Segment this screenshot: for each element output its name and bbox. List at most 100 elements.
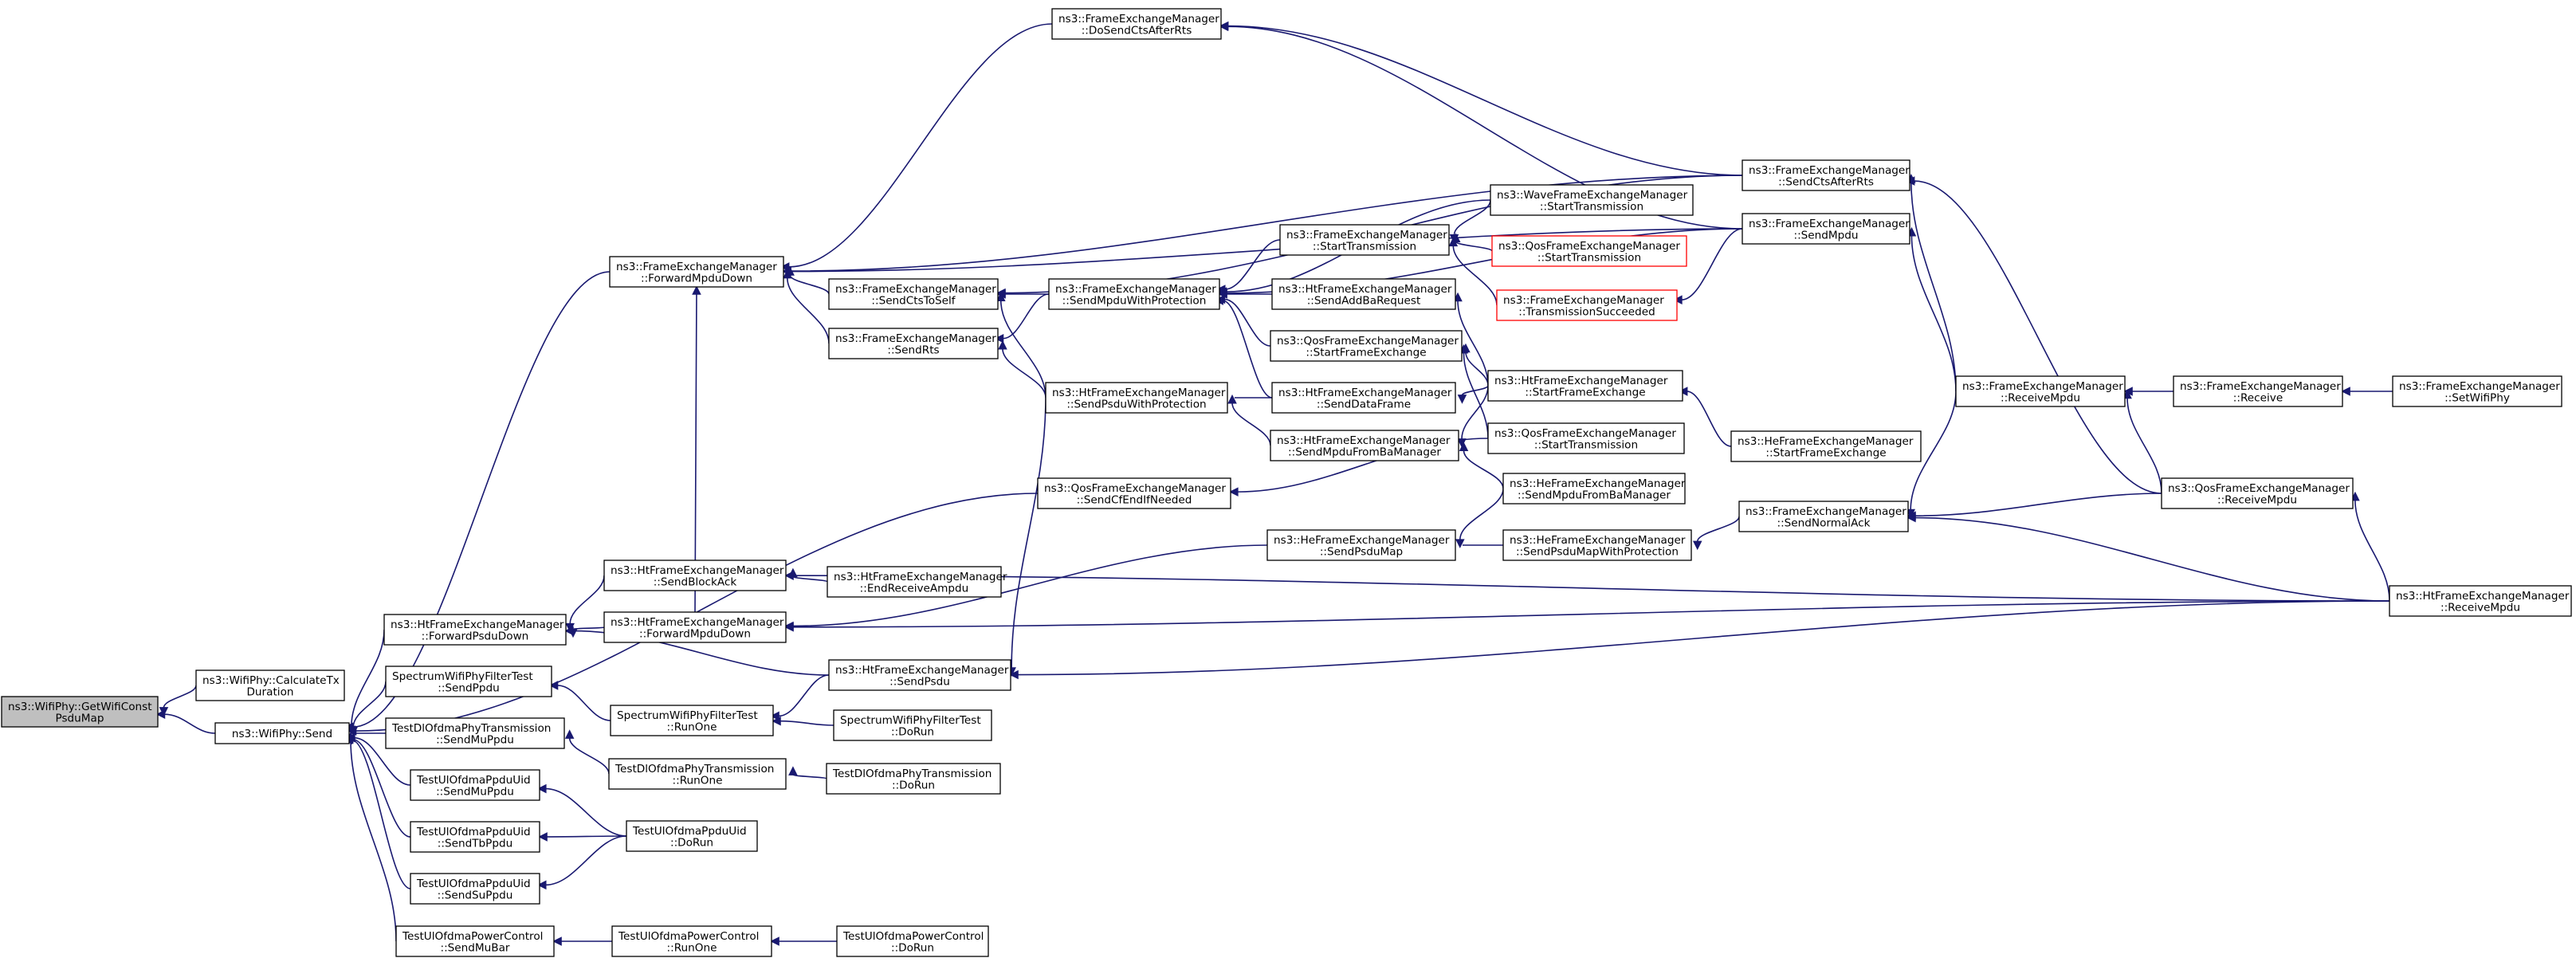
graph-node[interactable]: TestDlOfdmaPhyTransmission::DoRun [826, 763, 1001, 795]
graph-node[interactable]: SpectrumWifiPhyFilterTest::SendPpdu [385, 666, 552, 697]
node-box[interactable] [1955, 375, 2126, 407]
node-box[interactable] [1037, 477, 1231, 509]
graph-node[interactable]: ns3::FrameExchangeManager::SendRts [828, 328, 999, 359]
node-box[interactable] [836, 925, 989, 957]
graph-node[interactable]: ns3::HtFrameExchangeManager::SendPsdu [828, 659, 1011, 691]
node-box[interactable] [1271, 278, 1456, 310]
node-box[interactable] [1051, 8, 1222, 40]
graph-node[interactable]: ns3::FrameExchangeManager::Receive [2173, 375, 2343, 407]
graph-node[interactable]: ns3::QosFrameExchangeManager::StartTrans… [1491, 235, 1687, 267]
graph-node[interactable]: ns3::QosFrameExchangeManager::ReceiveMpd… [2161, 477, 2354, 509]
graph-node[interactable]: TestUlOfdmaPpduUid::SendTbPpdu [410, 821, 540, 853]
graph-node[interactable]: ns3::QosFrameExchangeManager::StartFrame… [1270, 330, 1463, 362]
graph-node[interactable]: TestUlOfdmaPpduUid::SendSuPpdu [410, 873, 540, 905]
node-box[interactable] [610, 705, 774, 736]
node-box[interactable] [1730, 430, 1922, 462]
graph-node[interactable]: TestUlOfdmaPowerControl::SendMuBar [395, 925, 555, 957]
graph-node[interactable]: ns3::FrameExchangeManager::SendNormalAck [1738, 501, 1909, 532]
node-box[interactable] [195, 669, 345, 701]
node-box[interactable] [383, 614, 567, 646]
graph-node[interactable]: ns3::FrameExchangeManager::SendCtsToSelf [828, 278, 999, 310]
node-box[interactable] [826, 763, 1001, 795]
graph-node[interactable]: ns3::HeFrameExchangeManager::SendMpduFro… [1502, 473, 1686, 505]
graph-node[interactable]: ns3::HeFrameExchangeManager::StartFrameE… [1730, 430, 1922, 462]
node-box[interactable] [833, 709, 992, 741]
node-box[interactable] [828, 278, 999, 310]
node-box[interactable] [1, 696, 159, 728]
node-box[interactable] [385, 666, 552, 697]
graph-node[interactable]: ns3::FrameExchangeManager::SendCtsAfterR… [1742, 159, 1910, 191]
node-box[interactable] [1487, 370, 1683, 402]
node-box[interactable] [609, 256, 784, 288]
graph-node[interactable]: ns3::FrameExchangeManager::ForwardMpduDo… [609, 256, 784, 288]
graph-node[interactable]: ns3::HtFrameExchangeManager::SendMpduFro… [1270, 430, 1459, 461]
graph-node[interactable]: ns3::QosFrameExchangeManager::StartTrans… [1487, 422, 1685, 454]
graph-node[interactable]: ns3::HtFrameExchangeManager::EndReceiveA… [827, 566, 1007, 598]
node-box[interactable] [611, 925, 772, 957]
node-box[interactable] [1487, 422, 1685, 454]
graph-node[interactable]: ns3::FrameExchangeManager::SendMpdu [1742, 213, 1910, 245]
node-box[interactable] [385, 717, 565, 749]
graph-node[interactable]: ns3::FrameExchangeManager::ReceiveMpdu [1955, 375, 2126, 407]
node-box[interactable] [1045, 382, 1228, 414]
graph-node[interactable]: TestUlOfdmaPpduUid::SendMuPpdu [410, 769, 540, 801]
node-box[interactable] [828, 328, 999, 359]
graph-node[interactable]: ns3::HtFrameExchangeManager::SendDataFra… [1271, 382, 1456, 414]
graph-node[interactable]: ns3::HtFrameExchangeManager::ForwardMpdu… [603, 611, 787, 643]
graph-node[interactable]: SpectrumWifiPhyFilterTest::DoRun [833, 709, 992, 741]
graph-node[interactable]: ns3::HtFrameExchangeManager::SendPsduWit… [1045, 382, 1228, 414]
node-box[interactable] [1271, 382, 1456, 414]
node-box[interactable] [1742, 159, 1910, 191]
graph-node[interactable]: ns3::WaveFrameExchangeManager::StartTran… [1490, 184, 1694, 216]
node-box[interactable] [603, 611, 787, 643]
node-box[interactable] [214, 722, 350, 744]
node-box[interactable] [827, 566, 1002, 598]
node-box[interactable] [2161, 477, 2354, 509]
graph-node[interactable]: ns3::FrameExchangeManager::StartTransmis… [1279, 224, 1450, 256]
node-box[interactable] [1490, 184, 1694, 216]
graph-node[interactable]: ns3::FrameExchangeManager::SetWifiPhy [2392, 375, 2562, 407]
graph-node[interactable]: ns3::HtFrameExchangeManager::SendBlockAc… [603, 560, 787, 591]
node-box[interactable] [1266, 529, 1456, 561]
graph-node[interactable]: TestDlOfdmaPhyTransmission::RunOne [608, 758, 787, 790]
node-box[interactable] [1270, 430, 1459, 461]
graph-node[interactable]: SpectrumWifiPhyFilterTest::RunOne [610, 705, 774, 736]
graph-node[interactable]: ns3::HeFrameExchangeManager::SendPsduMap… [1502, 529, 1692, 561]
node-box[interactable] [1048, 278, 1220, 310]
graph-node[interactable]: ns3::HtFrameExchangeManager::SendAddBaRe… [1271, 278, 1456, 310]
node-box[interactable] [1738, 501, 1909, 532]
graph-node[interactable]: ns3::HtFrameExchangeManager::ForwardPsdu… [383, 614, 567, 646]
graph-node[interactable]: ns3::HtFrameExchangeManager::ReceiveMpdu [2389, 585, 2572, 617]
graph-node[interactable]: ns3::WifiPhy::Send [214, 722, 350, 744]
node-box[interactable] [603, 560, 787, 591]
graph-node[interactable]: TestUlOfdmaPowerControl::DoRun [836, 925, 989, 957]
graph-node[interactable]: ns3::QosFrameExchangeManager::SendCfEndI… [1037, 477, 1231, 509]
node-box[interactable] [410, 821, 540, 853]
node-box[interactable] [1742, 213, 1910, 245]
node-box[interactable] [410, 769, 540, 801]
node-box[interactable] [1491, 235, 1687, 267]
node-box[interactable] [1502, 529, 1692, 561]
node-box[interactable] [1502, 473, 1686, 505]
graph-node[interactable]: TestUlOfdmaPpduUid::DoRun [626, 820, 758, 852]
node-box[interactable] [1270, 330, 1463, 362]
node-box[interactable] [2389, 585, 2572, 617]
node-box[interactable] [626, 820, 758, 852]
node-box[interactable] [395, 925, 555, 957]
node-box[interactable] [1496, 289, 1678, 321]
graph-node[interactable]: ns3::FrameExchangeManager::SendMpduWithP… [1048, 278, 1220, 310]
node-box[interactable] [2173, 375, 2343, 407]
graph-node[interactable]: ns3::HeFrameExchangeManager::SendPsduMap [1266, 529, 1456, 561]
graph-node[interactable]: TestUlOfdmaPowerControl::RunOne [611, 925, 772, 957]
graph-node[interactable]: ns3::FrameExchangeManager::TransmissionS… [1496, 289, 1678, 321]
graph-node[interactable]: ns3::HtFrameExchangeManager::StartFrameE… [1487, 370, 1683, 402]
graph-node[interactable]: ns3::FrameExchangeManager::DoSendCtsAfte… [1051, 8, 1222, 40]
node-box[interactable] [608, 758, 787, 790]
node-box[interactable] [2392, 375, 2562, 407]
node-box[interactable] [828, 659, 1011, 691]
graph-node[interactable]: TestDlOfdmaPhyTransmission::SendMuPpdu [385, 717, 565, 749]
node-box[interactable] [1279, 224, 1450, 256]
node-box[interactable] [410, 873, 540, 905]
